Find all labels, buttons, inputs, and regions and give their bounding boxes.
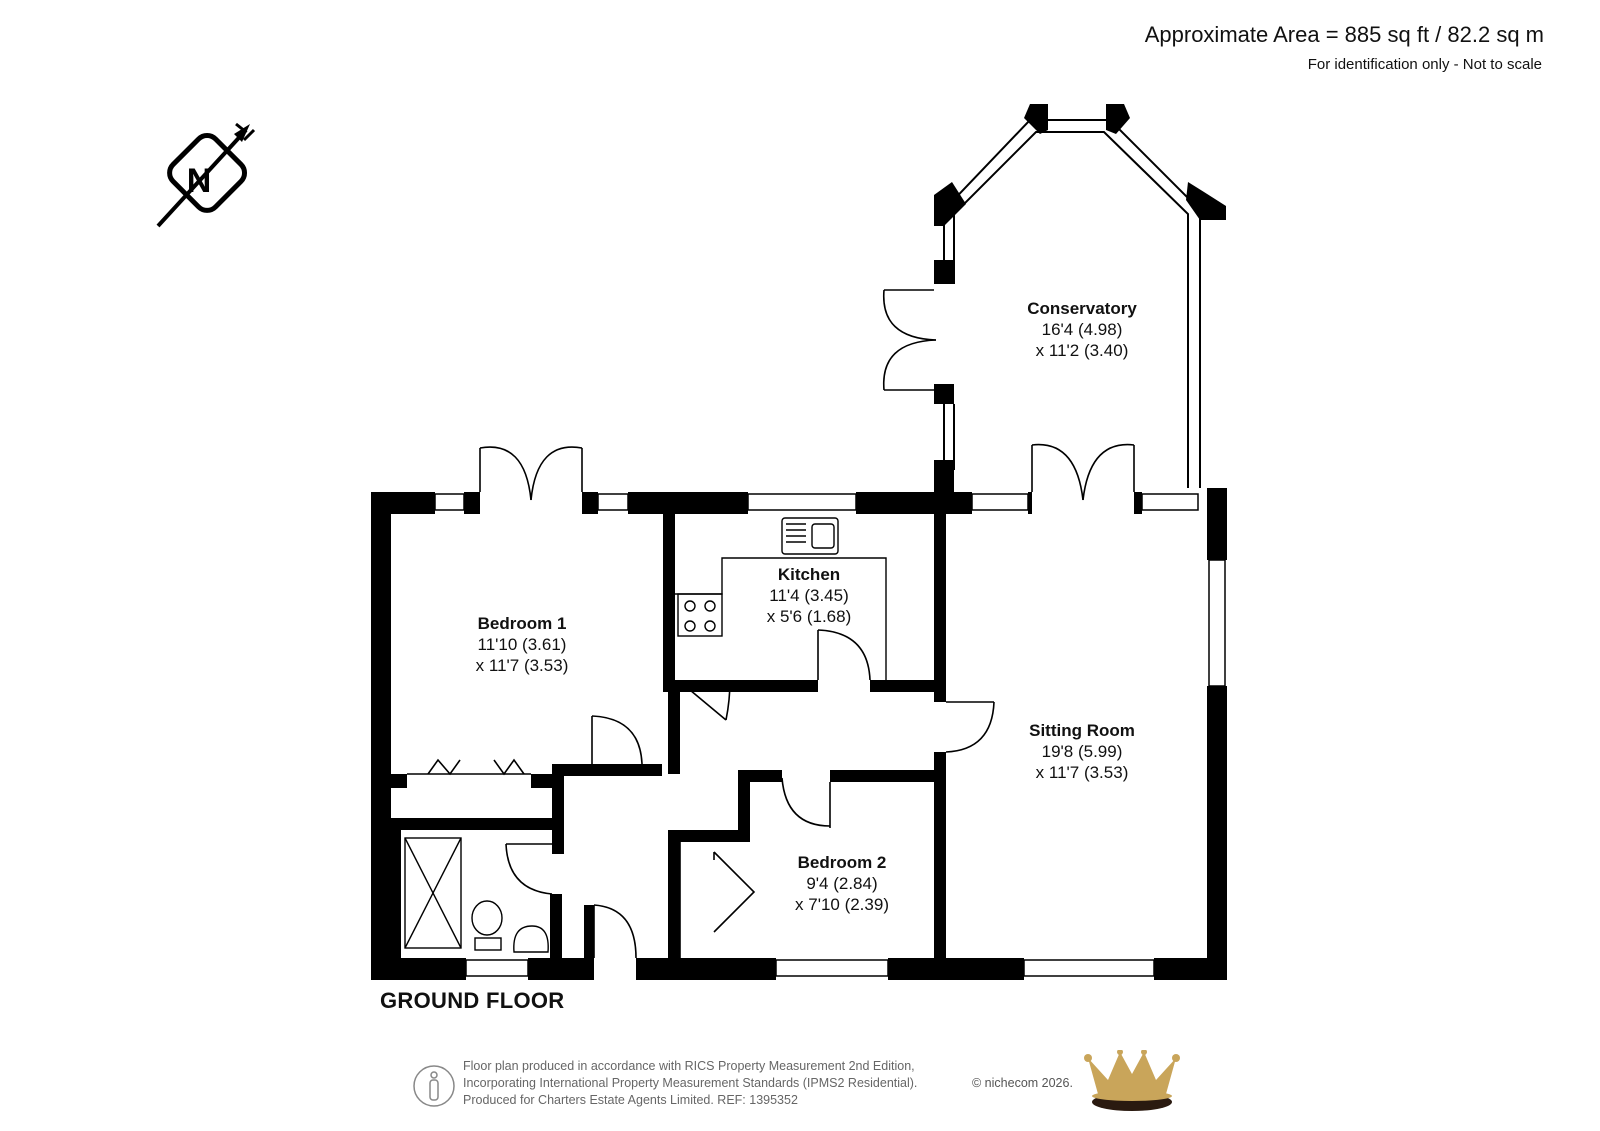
walls xyxy=(371,260,1227,980)
doors xyxy=(407,289,1135,959)
room-name: Sitting Room xyxy=(1029,721,1135,740)
compass: N xyxy=(148,118,258,233)
room-sitting-room: Sitting Room 19'8 (5.99) x 11'7 (3.53) xyxy=(1029,720,1135,783)
room-bedroom-1: Bedroom 1 11'10 (3.61) x 11'7 (3.53) xyxy=(476,613,569,676)
room-dim: 16'4 (4.98) xyxy=(1041,320,1123,339)
room-name: Bedroom 1 xyxy=(477,614,567,633)
room-dim: x 7'10 (2.39) xyxy=(795,895,889,914)
person-icon xyxy=(412,1064,456,1113)
floor-label: GROUND FLOOR xyxy=(380,988,565,1013)
room-name: Kitchen xyxy=(777,565,841,584)
footer-line: Floor plan produced in accordance with R… xyxy=(463,1059,915,1073)
crown-logo-icon xyxy=(1084,1049,1180,1117)
footer-line: Produced for Charters Estate Agents Limi… xyxy=(463,1093,798,1107)
north-arrow-icon: N xyxy=(156,122,256,228)
room-dim: x 11'7 (3.53) xyxy=(475,656,569,675)
footer-line: Incorporating International Property Mea… xyxy=(463,1076,918,1090)
room-dim: 11'10 (3.61) xyxy=(477,635,567,654)
windows xyxy=(434,493,1226,977)
compass-letter: N xyxy=(187,162,212,200)
room-dim: x 5'6 (1.68) xyxy=(766,607,852,626)
room-bedroom-2: Bedroom 2 9'4 (2.84) x 7'10 (2.39) xyxy=(795,852,889,915)
room-conservatory: Conservatory 16'4 (4.98) x 11'2 (3.40) xyxy=(1027,298,1137,361)
room-name: Bedroom 2 xyxy=(797,853,887,872)
conservatory-corners xyxy=(934,104,1226,226)
room-dim: 11'4 (3.45) xyxy=(769,586,849,605)
approx-area: Approximate Area = 885 sq ft / 82.2 sq m xyxy=(1144,22,1544,47)
room-dim: 9'4 (2.84) xyxy=(806,874,878,893)
footer-disclaimer: Floor plan produced in accordance with R… xyxy=(463,1058,917,1109)
room-kitchen: Kitchen 11'4 (3.45) x 5'6 (1.68) xyxy=(767,564,852,627)
room-dim: x 11'2 (3.40) xyxy=(1035,341,1129,360)
room-dim: 19'8 (5.99) xyxy=(1041,742,1123,761)
scale-note: For identification only - Not to scale xyxy=(1307,56,1542,73)
room-dim: x 11'7 (3.53) xyxy=(1035,763,1129,782)
copyright: © nichecom 2026. xyxy=(972,1076,1073,1090)
kitchen-fittings xyxy=(675,517,887,680)
bathroom-fittings xyxy=(404,837,549,953)
room-name: Conservatory xyxy=(1027,299,1137,318)
